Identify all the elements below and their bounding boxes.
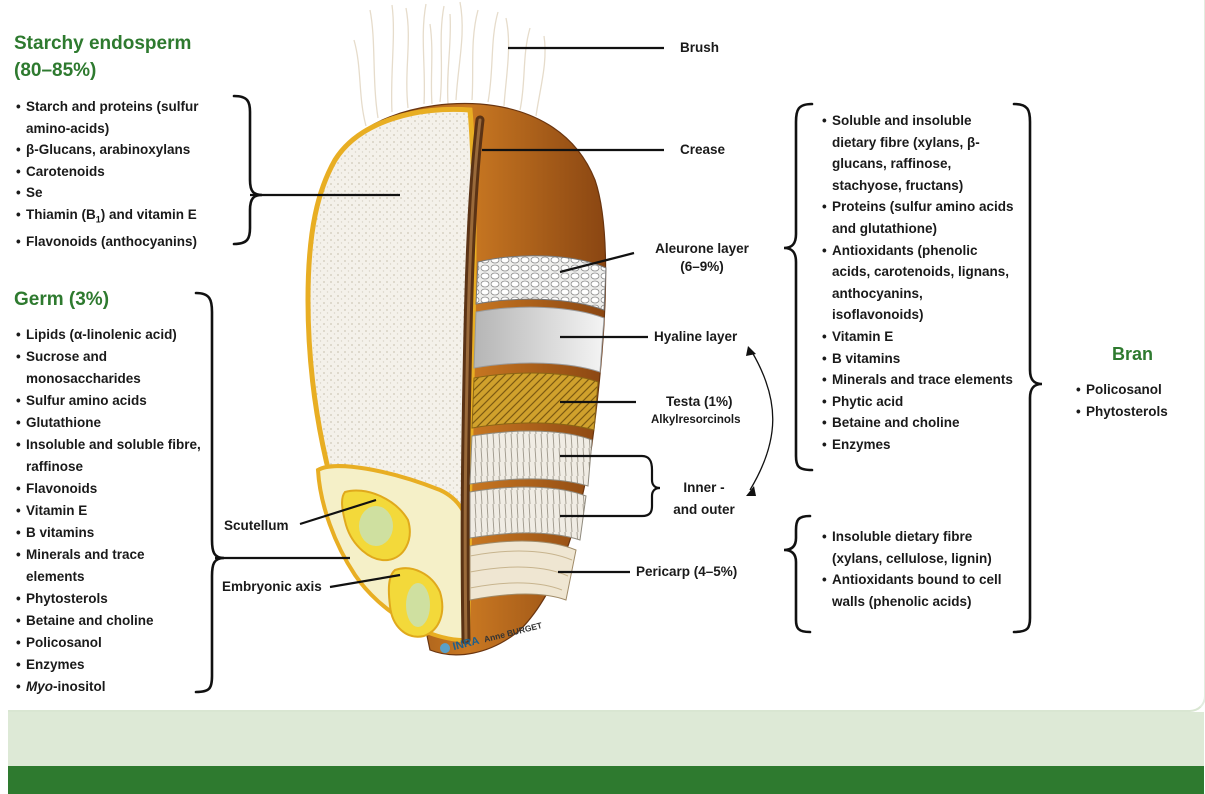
pericarp-shape bbox=[470, 541, 576, 600]
label-aleurone: Aleurone layer (6–9%) bbox=[640, 240, 764, 276]
label-embryonic-axis: Embryonic axis bbox=[222, 578, 322, 596]
list-item: Policosanol bbox=[16, 632, 201, 654]
list-item: Flavonoids bbox=[16, 478, 201, 500]
label-scutellum: Scutellum bbox=[224, 517, 289, 535]
list-item: Vitamin E bbox=[822, 326, 1018, 348]
list-item: Sulfur amino acids bbox=[16, 390, 201, 412]
label-aleurone-name: Aleurone layer bbox=[640, 240, 764, 258]
label-hyaline: Hyaline layer bbox=[654, 328, 737, 346]
scutellum-core bbox=[359, 506, 393, 546]
thiamin-prefix: Thiamin (B bbox=[26, 207, 96, 222]
list-item: Proteins (sulfur amino acids and glutath… bbox=[822, 196, 1018, 239]
list-item: Glutathione bbox=[16, 412, 201, 434]
list-item: Phytosterols bbox=[1076, 401, 1200, 423]
list-item: Soluble and insoluble dietary fibre (xyl… bbox=[822, 110, 1018, 196]
starchy-endosperm-title: Starchy endosperm bbox=[14, 30, 191, 57]
list-item: Betaine and choline bbox=[822, 412, 1018, 434]
outer-pericarp-shape bbox=[470, 487, 586, 540]
list-item: Antioxidants bound to cell walls (phenol… bbox=[822, 569, 1018, 612]
inner-outer-arrow bbox=[750, 352, 773, 490]
label-aleurone-percent: (6–9%) bbox=[640, 258, 764, 276]
list-item: B vitamins bbox=[16, 522, 201, 544]
germ-list: Lipids (α-linolenic acid) Sucrose and mo… bbox=[16, 324, 201, 698]
list-item: Minerals and trace elements bbox=[822, 369, 1018, 391]
list-item: Starch and proteins (sulfur amino-acids) bbox=[16, 96, 231, 139]
label-inner-outer: Inner - and outer bbox=[660, 479, 748, 519]
germ-heading: Germ (3%) bbox=[14, 286, 109, 313]
myo-italic: Myo bbox=[26, 679, 53, 694]
list-item-myo-inositol: Myo-inositol bbox=[16, 676, 201, 698]
list-item: β-Glucans, arabinoxylans bbox=[16, 139, 231, 161]
list-item: Phytic acid bbox=[822, 391, 1018, 413]
label-brush: Brush bbox=[680, 39, 719, 57]
myo-rest: -inositol bbox=[53, 679, 106, 694]
hyaline-layer-shape bbox=[474, 307, 604, 372]
embryonic-axis-core bbox=[406, 583, 430, 627]
starchy-endosperm-percent: (80–85%) bbox=[14, 57, 191, 84]
bran-list: Policosanol Phytosterols bbox=[1076, 379, 1200, 423]
list-item: B vitamins bbox=[822, 348, 1018, 370]
list-item: Insoluble and soluble fibre, raffinose bbox=[16, 434, 201, 478]
list-item: Minerals and trace elements bbox=[16, 544, 201, 588]
list-item: Policosanol bbox=[1076, 379, 1200, 401]
list-item: Lipids (α-linolenic acid) bbox=[16, 324, 201, 346]
inner-pericarp-shape bbox=[470, 431, 592, 486]
bran-components-list: Soluble and insoluble dietary fibre (xyl… bbox=[822, 110, 1018, 456]
pericarp-components-list: Insoluble dietary fibre (xylans, cellulo… bbox=[822, 526, 1018, 612]
label-crease: Crease bbox=[680, 141, 725, 159]
list-item: Enzymes bbox=[16, 654, 201, 676]
list-item: Insoluble dietary fibre (xylans, cellulo… bbox=[822, 526, 1018, 569]
label-pericarp: Pericarp (4–5%) bbox=[636, 563, 737, 581]
starchy-endosperm-heading: Starchy endosperm (80–85%) bbox=[14, 30, 191, 84]
label-alkylresorcinols: Alkylresorcinols bbox=[651, 413, 740, 427]
thiamin-suffix: ) and vitamin E bbox=[101, 207, 197, 222]
bran-heading: Bran bbox=[1112, 341, 1153, 368]
list-item: Vitamin E bbox=[16, 500, 201, 522]
label-inner: Inner - bbox=[660, 479, 748, 497]
list-item: Se bbox=[16, 182, 231, 204]
list-item: Sucrose and monosaccharides bbox=[16, 346, 201, 390]
starchy-endosperm-list: Starch and proteins (sulfur amino-acids)… bbox=[16, 96, 231, 253]
label-testa: Testa (1%) bbox=[666, 393, 733, 411]
label-outer: and outer bbox=[660, 501, 748, 519]
list-item-thiamin: Thiamin (B1) and vitamin E bbox=[16, 204, 231, 231]
list-item: Flavonoids (anthocyanins) bbox=[16, 231, 231, 253]
list-item: Carotenoids bbox=[16, 161, 231, 183]
list-item: Antioxidants (phenolic acids, carotenoid… bbox=[822, 240, 1018, 326]
list-item: Enzymes bbox=[822, 434, 1018, 456]
list-item: Betaine and choline bbox=[16, 610, 201, 632]
list-item: Phytosterols bbox=[16, 588, 201, 610]
